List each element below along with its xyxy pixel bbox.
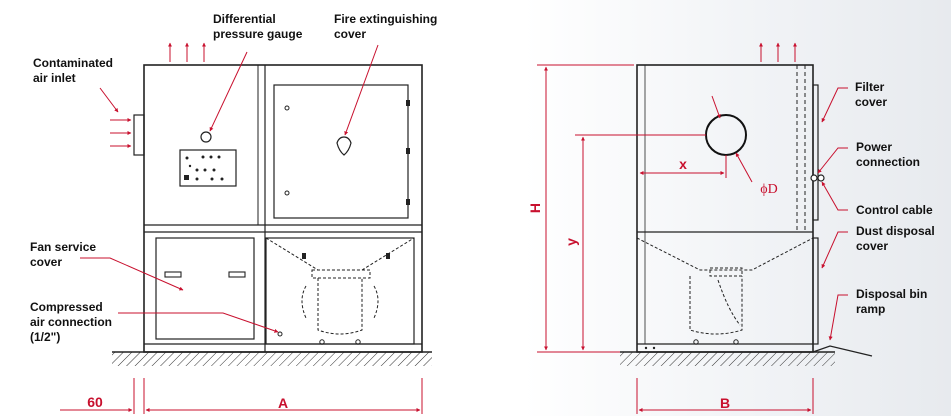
inlet-arrows: [110, 118, 132, 148]
label-power-connection: Power connection: [856, 140, 920, 169]
power-connector: [810, 174, 818, 182]
side-view: H y x ϕD B: [527, 42, 873, 414]
label-control-cable: Control cable: [856, 203, 933, 217]
label-dust-disposal-cover: Dust disposal cover: [856, 224, 938, 253]
front-ground-hatch: [112, 352, 432, 366]
dim-y-label: y: [563, 238, 579, 246]
dim-b-label: B: [720, 395, 730, 411]
fan-service-cover: [155, 237, 255, 340]
side-ground-hatch: [620, 352, 835, 366]
dim-a-label: A: [278, 395, 288, 411]
front-cabinet: [143, 64, 423, 353]
front-view: 60 A: [60, 42, 432, 414]
inlet-duct: [133, 114, 145, 156]
dim-x-label: x: [679, 156, 687, 172]
label-contaminated-air-inlet: Contaminated air inlet: [33, 56, 116, 85]
dim-offset-label: 60: [87, 394, 103, 410]
exhaust-arrows: [168, 42, 206, 62]
label-disposal-bin-ramp: Disposal bin ramp: [856, 287, 931, 316]
label-fan-service-cover: Fan service cover: [30, 240, 99, 269]
filter-cover: [812, 84, 819, 221]
control-panel: [179, 149, 237, 187]
dust-disposal-cover: [812, 237, 819, 345]
label-fire-extinguishing-cover: Fire extinguishing cover: [334, 12, 441, 41]
disposal-bin-ramp: [812, 345, 873, 357]
dim-h-label: H: [527, 203, 543, 213]
label-differential-pressure-gauge: Differential pressure gauge: [213, 12, 303, 41]
outlet-circle: [705, 114, 747, 156]
fire-extinguishing-port: [336, 136, 352, 156]
dim-diameter-label: ϕD: [760, 182, 777, 197]
pressure-gauge: [200, 131, 212, 143]
label-compressed-air-connection: Compressed air connection (1/2"): [30, 300, 115, 344]
label-filter-cover: Filter cover: [855, 80, 888, 109]
side-cabinet: [636, 64, 814, 353]
